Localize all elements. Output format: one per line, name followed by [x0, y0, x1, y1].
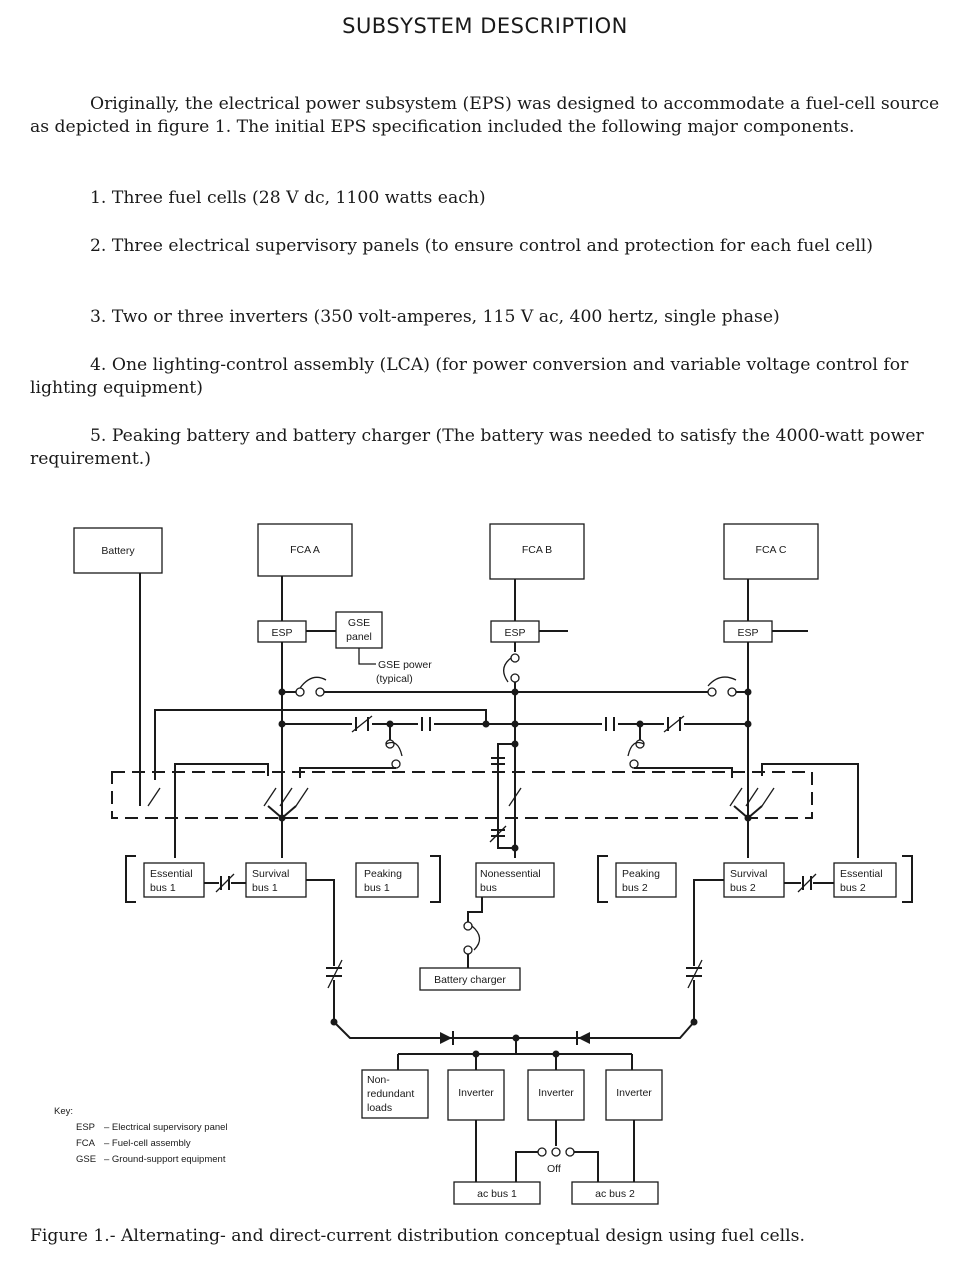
key-gse-abbr: GSE [76, 1154, 96, 1165]
svg-text:ESP: ESP [737, 627, 758, 639]
survival-bus-2: Survival bus 2 [723, 862, 785, 898]
essential-bus-1: Essential bus 1 [143, 862, 205, 898]
svg-text:Inverter: Inverter [458, 1087, 494, 1099]
peaking-breaker-1 [299, 724, 403, 778]
switch-set-right [729, 763, 859, 858]
svg-text:bus 1: bus 1 [364, 882, 390, 894]
esp-a-box: ESP [257, 620, 307, 643]
relay-enclosure [111, 771, 813, 819]
gse-power-label: GSE power [378, 659, 432, 671]
lower-relay-left [326, 959, 343, 989]
esp-c-box: ESP [723, 620, 773, 643]
intro-paragraph: Originally, the electrical power subsyst… [30, 94, 940, 137]
key-gse-meaning: – Ground-support equipment [104, 1154, 226, 1165]
inverter-2-box: Inverter [527, 1069, 585, 1121]
essential-bus-2: Essential bus 2 [833, 862, 897, 898]
svg-text:ESP: ESP [271, 627, 292, 639]
svg-text:Nonessential: Nonessential [480, 868, 541, 880]
component-item-2: 2. Three electrical supervisory panels (… [90, 236, 873, 256]
svg-text:bus 2: bus 2 [840, 882, 866, 894]
svg-text:Battery charger: Battery charger [434, 974, 506, 986]
svg-text:Essential: Essential [150, 868, 193, 880]
svg-text:ac bus 2: ac bus 2 [595, 1188, 635, 1200]
svg-text:panel: panel [346, 631, 372, 643]
svg-text:bus 1: bus 1 [150, 882, 176, 894]
nonredundant-loads-box: Non- redundant loads [361, 1069, 429, 1119]
svg-text:ESP: ESP [504, 627, 525, 639]
ac-bus-2-box: ac bus 2 [571, 1181, 659, 1205]
ac-selector-switch [537, 1147, 575, 1157]
inverter-1-box: Inverter [447, 1069, 505, 1121]
svg-text:redundant: redundant [367, 1088, 414, 1100]
gse-breaker-c [707, 676, 737, 697]
battery-charger-box: Battery charger [419, 967, 521, 991]
svg-text:Survival: Survival [252, 868, 289, 880]
tie-relay-right [602, 715, 685, 733]
gse-power-typical-label: (typical) [376, 673, 413, 685]
component-item-4: 4. One lighting-control assembly (LCA) (… [30, 355, 909, 398]
esp-b-box: ESP [490, 620, 540, 643]
tie-relay-left [351, 715, 434, 733]
svg-text:Inverter: Inverter [616, 1087, 652, 1099]
svg-text:bus 1: bus 1 [252, 882, 278, 894]
diagram-key: Key: ESP – Electrical supervisory panel … [54, 1106, 228, 1165]
svg-text:Peaking: Peaking [364, 868, 402, 880]
key-esp-abbr: ESP [76, 1122, 95, 1133]
svg-text:FCA B: FCA B [522, 544, 552, 556]
charger-breaker [463, 921, 481, 968]
fca-a-box: FCA A [257, 523, 353, 577]
battery-box: Battery [73, 527, 163, 574]
switch-set-left [139, 763, 309, 858]
svg-text:FCA C: FCA C [756, 544, 787, 556]
off-label: Off [547, 1163, 561, 1175]
svg-text:GSE: GSE [348, 617, 370, 629]
ac-bus-1-box: ac bus 1 [453, 1181, 541, 1205]
fca-c-box: FCA C [723, 523, 819, 580]
inverter-3-box: Inverter [605, 1069, 663, 1121]
svg-text:Survival: Survival [730, 868, 767, 880]
peaking-bus-1: Peaking bus 1 [355, 862, 419, 898]
key-esp-meaning: – Electrical supervisory panel [104, 1122, 228, 1133]
svg-text:Essential: Essential [840, 868, 883, 880]
svg-text:Peaking: Peaking [622, 868, 660, 880]
gse-panel-box: GSE panel [335, 611, 383, 649]
svg-text:bus: bus [480, 882, 497, 894]
diode-right [576, 1031, 590, 1045]
fca-b-box: FCA B [489, 523, 585, 580]
gse-breaker-b [503, 652, 520, 683]
svg-text:bus 2: bus 2 [730, 882, 756, 894]
svg-text:Non-: Non- [367, 1074, 390, 1086]
essential-tie-2 [784, 873, 834, 893]
svg-text:Inverter: Inverter [538, 1087, 574, 1099]
gse-breaker-a [295, 676, 327, 697]
component-item-1: 1. Three fuel cells (28 V dc, 1100 watts… [90, 188, 486, 208]
svg-text:ac bus 1: ac bus 1 [477, 1188, 517, 1200]
page-title: SUBSYSTEM DESCRIPTION [342, 14, 628, 38]
key-heading: Key: [54, 1106, 73, 1117]
svg-text:loads: loads [367, 1102, 392, 1114]
component-item-3: 3. Two or three inverters (350 volt-ampe… [90, 307, 780, 327]
lower-relay-right [686, 959, 703, 989]
svg-text:Battery: Battery [101, 545, 135, 557]
peaking-breaker-2 [627, 724, 733, 778]
switch-nonessential [489, 757, 522, 852]
component-item-5: 5. Peaking battery and battery charger (… [30, 426, 924, 469]
peaking-bus-2: Peaking bus 2 [615, 862, 677, 898]
svg-text:bus 2: bus 2 [622, 882, 648, 894]
svg-text:FCA A: FCA A [290, 544, 320, 556]
figure-caption: Figure 1.- Alternating- and direct-curre… [30, 1226, 805, 1246]
survival-bus-1: Survival bus 1 [245, 862, 307, 898]
diode-left [440, 1031, 454, 1045]
essential-tie-1 [204, 873, 246, 893]
nonessential-bus: Nonessential bus [475, 862, 555, 898]
key-fca-abbr: FCA [76, 1138, 96, 1149]
key-fca-meaning: – Fuel-cell assembly [104, 1138, 191, 1149]
